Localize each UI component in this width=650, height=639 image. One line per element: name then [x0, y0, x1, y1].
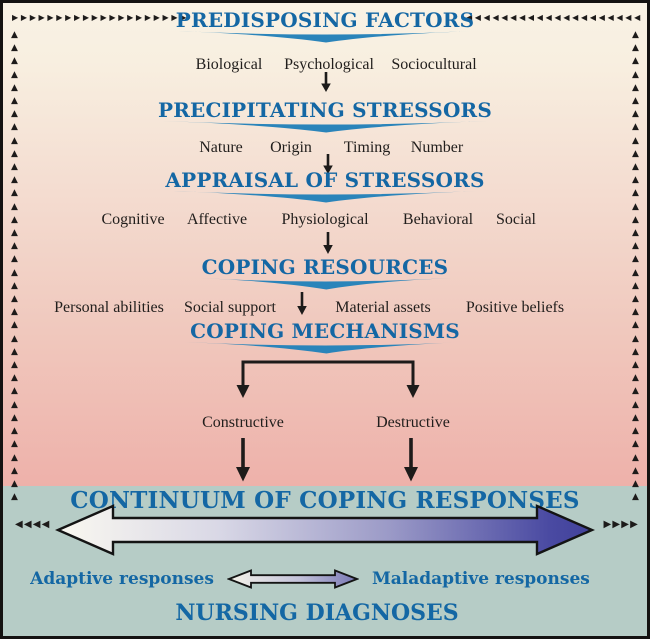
section-title-text: PREDISPOSING FACTORS	[175, 8, 475, 32]
section-title-continuum: CONTINUUM OF COPING RESPONSES	[3, 487, 647, 514]
section-title-text: CONTINUUM OF COPING RESPONSES	[70, 487, 580, 514]
down-arrow-icon	[321, 72, 331, 92]
factor-label: Sociocultural	[391, 56, 477, 73]
border-arrows-left-column-icon: ▲▲▲▲▲▲▲▲▲▲▲▲▲▲▲▲▲▲▲▲▲▲▲▲▲▲▲▲▲▲▲▲▲▲▲▲	[11, 30, 18, 503]
small-double-arrow-icon	[226, 569, 359, 589]
section-title-text: NURSING DIAGNOSES	[175, 600, 459, 626]
down-arrow-icon	[297, 292, 307, 315]
branch-bracket-icon	[236, 360, 420, 398]
section-title-appraisal-of-stressors: APPRAISAL OF STRESSORS	[3, 169, 647, 203]
header-underline-swoosh-icon	[162, 121, 488, 133]
border-arrows-right-column-icon: ▲▲▲▲▲▲▲▲▲▲▲▲▲▲▲▲▲▲▲▲▲▲▲▲▲▲▲▲▲▲▲▲▲▲▲▲	[632, 30, 639, 503]
responses-row: Adaptive responses Maladaptive responses	[3, 569, 632, 589]
factor-label: Social	[496, 211, 536, 228]
border-arrows-top-left-icon: ▶▶▶▶▶▶▶▶▶▶▶▶▶▶▶▶▶▶▶▶	[12, 13, 190, 22]
border-arrows-top-right-icon: ◀◀◀◀◀◀◀◀◀◀◀◀◀◀◀◀◀◀◀◀	[465, 13, 643, 22]
header-underline-swoosh-icon	[177, 31, 473, 43]
factor-label: Timing	[343, 139, 391, 156]
factor-label: Psychological	[284, 56, 374, 73]
factor-label: Physiological	[281, 211, 369, 228]
factor-label: Biological	[195, 56, 263, 73]
header-underline-swoosh-icon	[172, 191, 478, 203]
continuum-double-arrow-icon	[55, 504, 595, 556]
down-arrow-icon	[323, 232, 333, 254]
section-title-text: APPRAISAL OF STRESSORS	[165, 168, 485, 192]
long-down-arrow-icon	[236, 438, 250, 482]
section-title-nursing-diagnoses: NURSING DIAGNOSES	[3, 600, 639, 626]
factor-label: Affective	[186, 211, 248, 228]
factor-label: Nature	[199, 139, 243, 156]
down-arrow-icon	[323, 154, 333, 174]
border-arrows-mid-left-icon: ◀◀◀◀	[15, 519, 51, 530]
section-title-coping-mechanisms: COPING MECHANISMS	[3, 320, 647, 354]
maladaptive-responses-label: Maladaptive responses	[371, 569, 590, 589]
section-title-text: PRECIPITATING STRESSORS	[157, 98, 493, 122]
branch-label-constructive: Constructive	[202, 414, 284, 431]
factor-label: Positive beliefs	[465, 299, 565, 316]
factor-label: Behavioral	[402, 211, 474, 228]
factor-label: Cognitive	[101, 211, 165, 228]
section-title-precipitating-stressors: PRECIPITATING STRESSORS	[3, 99, 647, 133]
section-title-text: COPING RESOURCES	[201, 255, 449, 279]
adaptive-responses-label: Adaptive responses	[30, 569, 214, 589]
factor-label: Origin	[270, 139, 312, 156]
section-title-text: COPING MECHANISMS	[190, 319, 460, 343]
factor-label: Social support	[184, 299, 276, 316]
factor-label: Material assets	[335, 299, 431, 316]
section-title-predisposing-factors: PREDISPOSING FACTORS	[3, 9, 647, 43]
header-underline-swoosh-icon	[199, 278, 451, 290]
factor-label: Number	[410, 139, 464, 156]
factor-label: Personal abilities	[54, 299, 164, 316]
border-arrows-mid-right-icon: ▶▶▶▶	[603, 519, 639, 530]
long-down-arrow-icon	[404, 438, 418, 482]
branch-label-destructive: Destructive	[376, 414, 450, 431]
section-title-coping-resources: COPING RESOURCES	[3, 256, 647, 290]
header-underline-swoosh-icon	[184, 342, 466, 354]
